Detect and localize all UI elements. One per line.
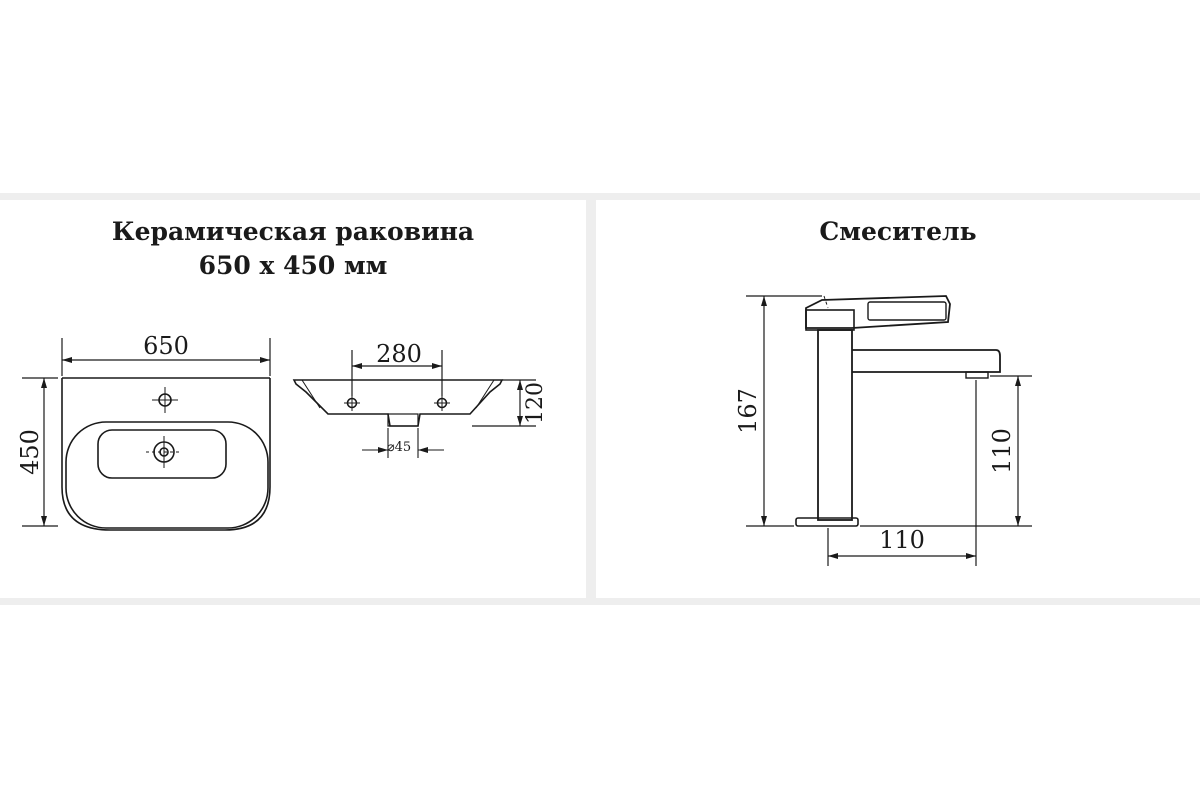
- sink-height-dimension: [22, 377, 58, 527]
- faucet-panel: Смеситель: [596, 200, 1200, 598]
- faucet-body: [817, 329, 853, 521]
- spout-reach-dimension: [827, 380, 977, 566]
- sink-inner-basin: [97, 429, 227, 479]
- sink-section-outline: [292, 379, 504, 427]
- sink-width-label: 650: [143, 332, 189, 360]
- sink-outline: [61, 378, 271, 531]
- spout-height-label: 110: [988, 428, 1016, 474]
- faucet-spout: [852, 349, 1001, 373]
- sink-width-dimension: [61, 338, 271, 376]
- faucet-drawing: 167 110 110: [734, 295, 1032, 566]
- drain-dimension: [362, 428, 444, 458]
- sink-side-view: [292, 379, 504, 427]
- sink-title-line2: 650 х 450 мм: [198, 251, 388, 280]
- sink-top-view: [61, 377, 271, 531]
- drain-diameter-label: ⌀45: [387, 440, 411, 455]
- hole-spacing-label: 280: [376, 340, 422, 368]
- faucet-outline: [795, 295, 1001, 527]
- faucet-title: Смеситель: [819, 217, 977, 246]
- sink-panel: Керамическая раковина 650 х 450 мм: [0, 200, 586, 598]
- faucet-handle: [805, 295, 951, 329]
- faucet-height-label: 167: [734, 388, 762, 434]
- sink-bowl-outline: [65, 421, 269, 529]
- sink-drawing: 650 450: [16, 332, 548, 531]
- sink-title-line1: Керамическая раковина: [111, 217, 475, 246]
- spout-height-dimension: [860, 375, 1032, 527]
- hole-spacing-dimension: [351, 350, 443, 396]
- faucet-base: [795, 517, 859, 527]
- faucet-height-dimension: [746, 295, 822, 527]
- spout-reach-label: 110: [879, 526, 925, 554]
- sink-depth-dimension: [472, 379, 536, 427]
- sink-depth-label: 120: [523, 382, 548, 424]
- sink-height-label: 450: [16, 429, 44, 475]
